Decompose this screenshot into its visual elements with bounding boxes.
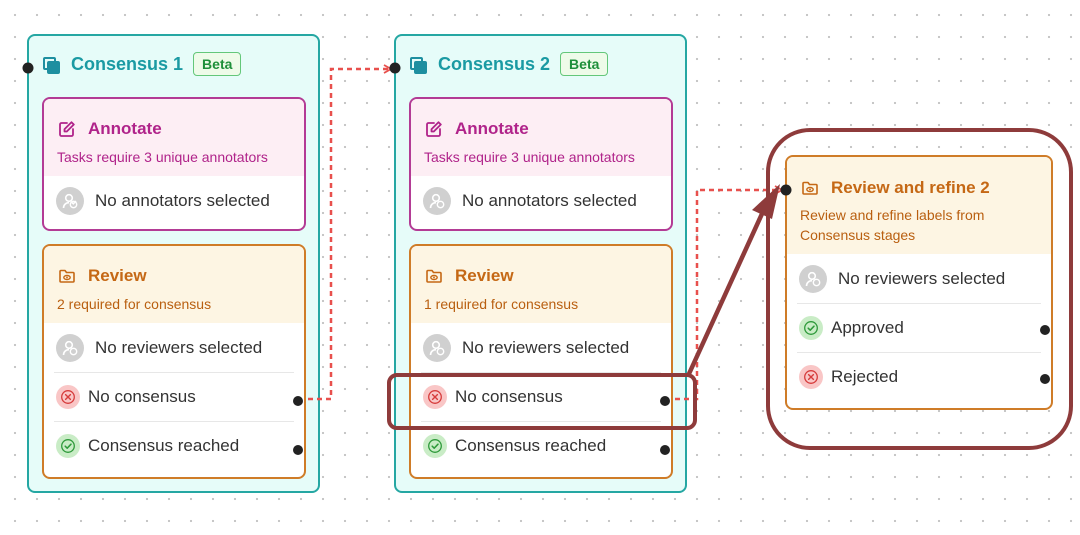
review-card[interactable]: Review 2 required for consensus No revie…: [42, 244, 306, 479]
reviewer-assignee-row[interactable]: No reviewers selected: [787, 254, 1051, 303]
beta-badge: Beta: [560, 52, 609, 76]
output-port[interactable]: [660, 445, 670, 455]
refine-header: Review and refine 2 Review and refine la…: [787, 157, 1051, 254]
outcome-label: Rejected: [831, 366, 899, 386]
outcome-label: No consensus: [455, 386, 563, 406]
check-circle-icon: [423, 433, 447, 458]
assignee-label: No reviewers selected: [462, 337, 630, 357]
review-folder-icon: [426, 269, 442, 283]
refine-subtitle-line2: Consensus stages: [800, 227, 916, 243]
review-subtitle: 1 required for consensus: [424, 296, 579, 312]
refine-title: Review and refine 2: [831, 178, 990, 197]
outcome-consensus-reached[interactable]: Consensus reached: [44, 421, 304, 470]
assignee-label: No annotators selected: [95, 190, 270, 210]
assignee-label: No reviewers selected: [838, 268, 1006, 288]
highlight-arrow-shaft: [685, 204, 769, 377]
assignee-label: No reviewers selected: [95, 337, 263, 357]
annotate-title: Annotate: [455, 119, 529, 138]
stage-header: Consensus 2 Beta: [408, 52, 609, 76]
outcome-consensus-reached[interactable]: Consensus reached: [411, 421, 671, 470]
outcome-label: Approved: [831, 317, 904, 337]
check-circle-icon: [799, 315, 823, 340]
review-header: Review 1 required for consensus: [411, 246, 671, 323]
outcome-approved[interactable]: Approved: [787, 303, 1051, 352]
annotate-subtitle: Tasks require 3 unique annotators: [424, 149, 635, 165]
review-title: Review: [88, 266, 147, 285]
annotate-title: Annotate: [88, 119, 162, 138]
annotator-assignee-row[interactable]: No annotators selected: [44, 176, 304, 225]
user-placeholder-icon: [423, 186, 451, 215]
edit-icon: [59, 121, 75, 137]
reviewer-assignee-row[interactable]: No reviewers selected: [44, 323, 304, 372]
output-port[interactable]: [293, 396, 303, 406]
annotate-card[interactable]: Annotate Tasks require 3 unique annotato…: [42, 97, 306, 231]
refine-subtitle-line1: Review and refine labels from: [800, 207, 985, 223]
user-placeholder-icon: [423, 333, 451, 362]
stage-header: Consensus 1 Beta: [41, 52, 242, 76]
review-header: Review 2 required for consensus: [44, 246, 304, 323]
stage-title: Consensus 2: [438, 53, 551, 74]
outcome-label: Consensus reached: [88, 435, 240, 455]
review-refine-card[interactable]: Review and refine 2 Review and refine la…: [785, 155, 1053, 410]
check-circle-icon: [56, 433, 80, 458]
consensus-stage-1[interactable]: Consensus 1 Beta Annotate Tasks require …: [27, 34, 320, 493]
review-title: Review: [455, 266, 514, 285]
stage-title: Consensus 1: [71, 53, 184, 74]
user-placeholder-icon: [56, 333, 84, 362]
x-circle-icon: [423, 384, 447, 409]
outcome-label: Consensus reached: [455, 435, 607, 455]
reviewer-assignee-row[interactable]: No reviewers selected: [411, 323, 671, 372]
output-port[interactable]: [1040, 374, 1050, 384]
review-subtitle: 2 required for consensus: [57, 296, 212, 312]
outcome-no-consensus[interactable]: No consensus: [44, 372, 304, 421]
x-circle-icon: [799, 364, 823, 389]
consensus-stage-icon: [408, 55, 427, 74]
annotate-card[interactable]: Annotate Tasks require 3 unique annotato…: [409, 97, 673, 231]
output-port[interactable]: [1040, 325, 1050, 335]
user-placeholder-icon: [799, 264, 827, 293]
outcome-rejected[interactable]: Rejected: [787, 352, 1051, 401]
annotate-subtitle: Tasks require 3 unique annotators: [57, 149, 268, 165]
review-folder-icon: [59, 269, 75, 283]
output-port[interactable]: [660, 396, 670, 406]
annotate-header: Annotate Tasks require 3 unique annotato…: [44, 99, 304, 176]
connector-consensus2-to-refine: [675, 185, 784, 401]
output-port[interactable]: [293, 445, 303, 455]
x-circle-icon: [56, 384, 80, 409]
beta-badge: Beta: [193, 52, 242, 76]
review-folder-icon: [802, 181, 818, 195]
user-placeholder-icon: [56, 186, 84, 215]
consensus-stage-2[interactable]: Consensus 2 Beta Annotate Tasks require …: [394, 34, 687, 493]
annotate-header: Annotate Tasks require 3 unique annotato…: [411, 99, 671, 176]
review-card[interactable]: Review 1 required for consensus No revie…: [409, 244, 673, 479]
edit-icon: [426, 121, 442, 137]
annotator-assignee-row[interactable]: No annotators selected: [411, 176, 671, 225]
consensus-stage-icon: [41, 55, 60, 74]
assignee-label: No annotators selected: [462, 190, 637, 210]
outcome-no-consensus[interactable]: No consensus: [411, 372, 671, 421]
connector-consensus1-to-consensus2: [308, 64, 393, 401]
outcome-label: No consensus: [88, 386, 196, 406]
highlight-arrowhead: [752, 184, 780, 219]
